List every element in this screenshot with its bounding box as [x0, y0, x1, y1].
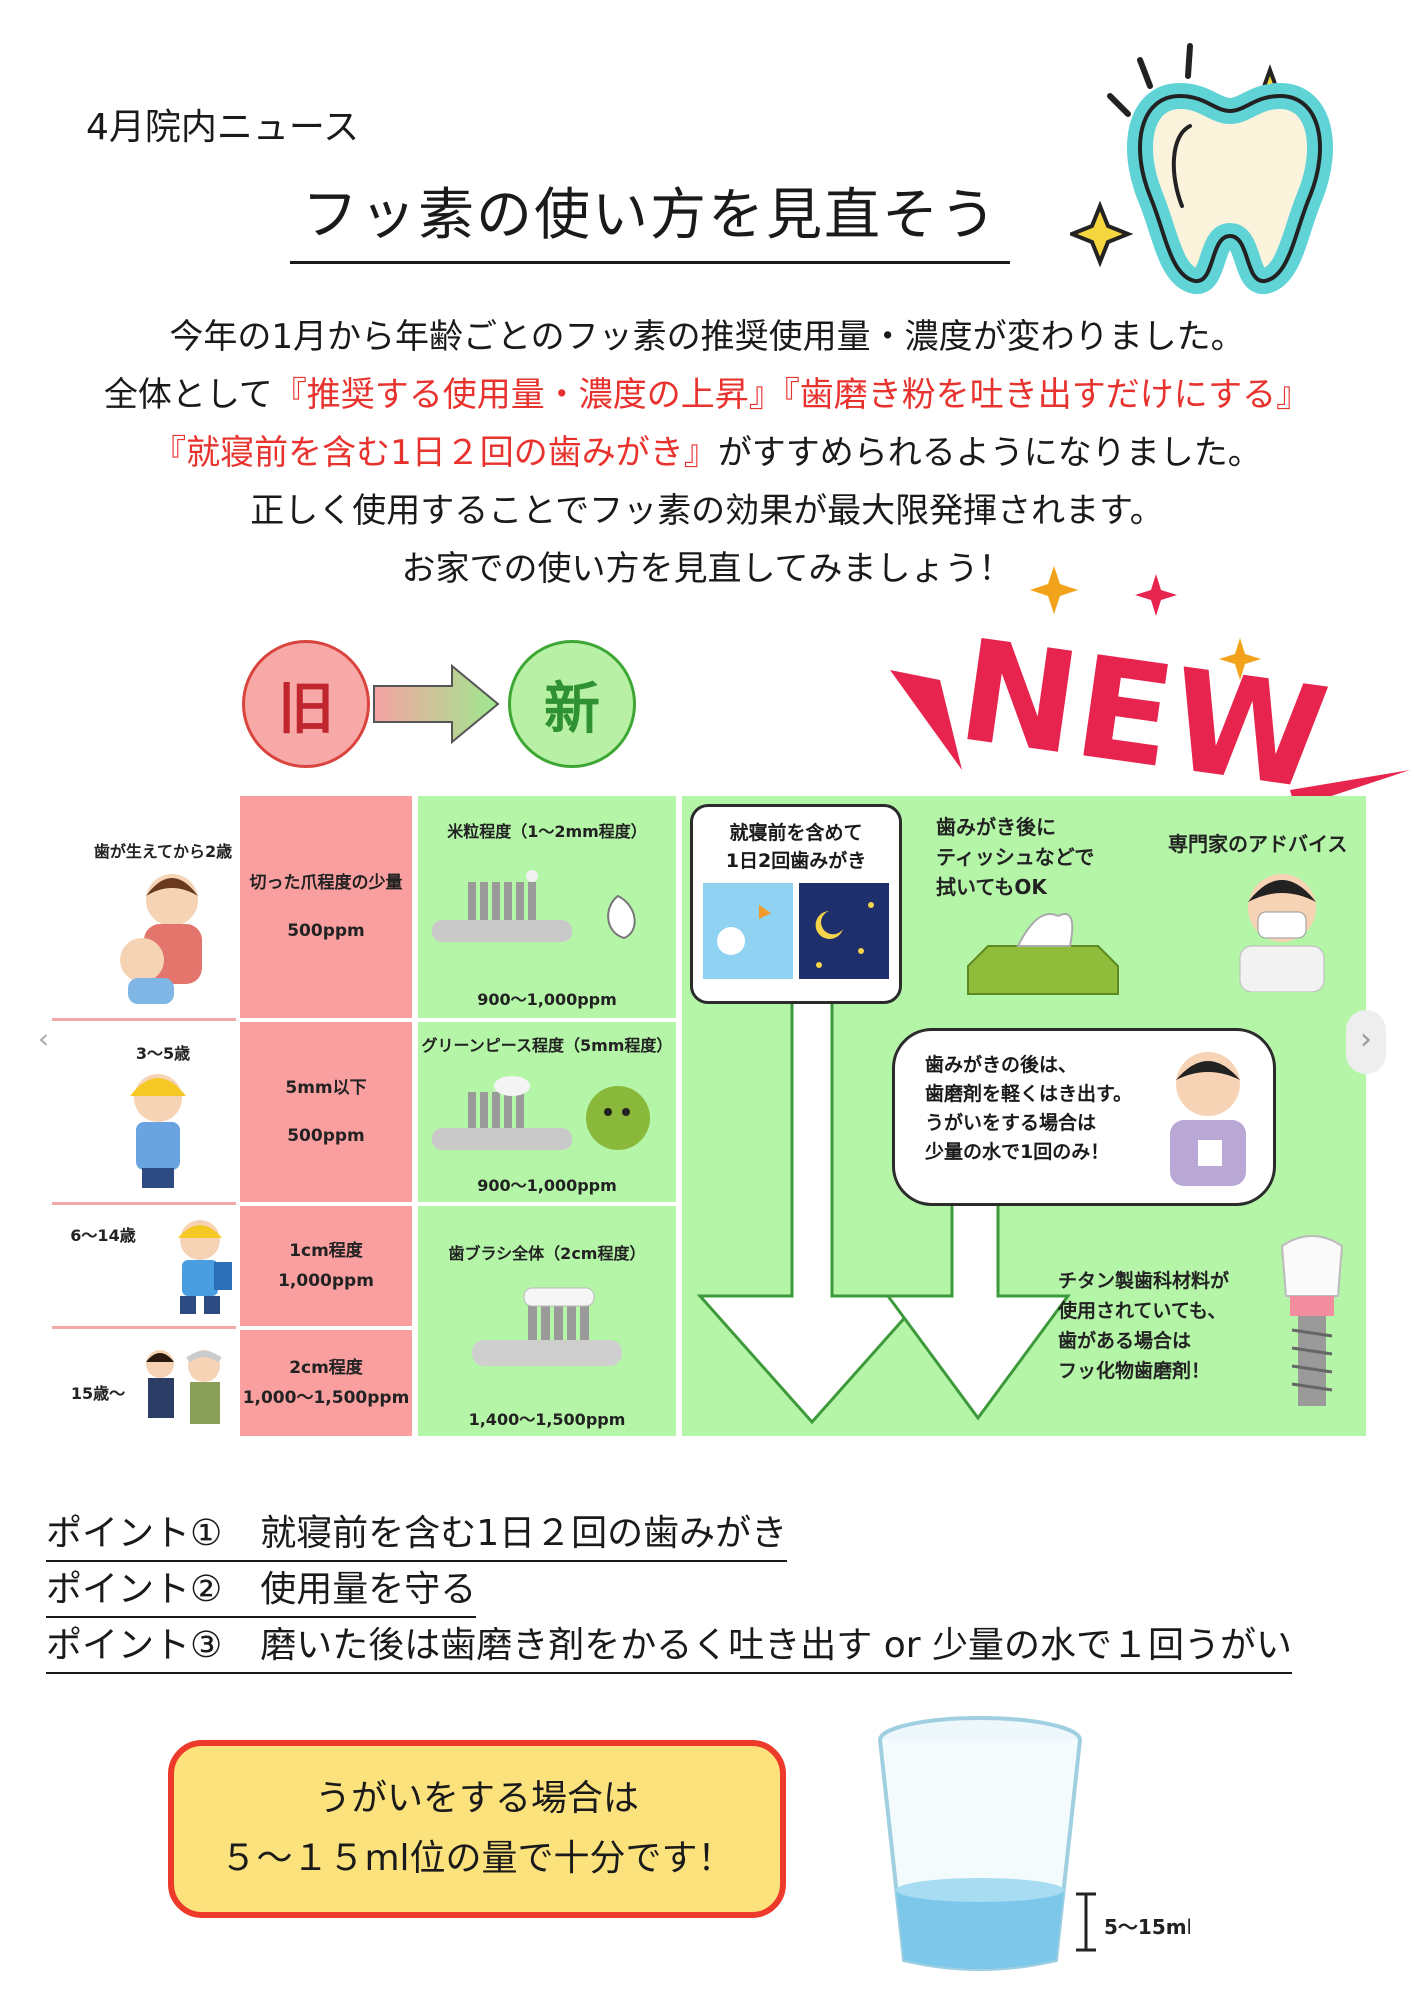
- old-ppm-1: 500ppm: [287, 921, 365, 941]
- point-2: ポイント② 使用量を守る: [46, 1560, 477, 1618]
- new-cell-row-1: 米粒程度（1～2mm程度） 900～1,000ppm: [418, 796, 676, 1018]
- point-2-label: ポイント②: [46, 1569, 223, 1610]
- intro-line-2-a: 全体として: [103, 375, 273, 415]
- carousel-prev-icon[interactable]: ‹: [38, 1022, 50, 1055]
- tissue-text: 歯みがき後に ティッシュなどで 拭いてもOK: [936, 815, 1095, 899]
- day-night-icon: [703, 883, 889, 979]
- intro-text: 今年の1月から年齢ごとのフッ素の推奨使用量・濃度が変わりました。 全体として『推…: [0, 308, 1414, 598]
- old-amount-1: 切った爪程度の少量: [249, 873, 403, 893]
- age-label-3: 6～14歳: [70, 1226, 136, 1245]
- recommendation-panel: 就寝前を含めて 1日2回歯みがき 歯みがき後に ティッシュなどで 拭いてもOK …: [682, 796, 1366, 1436]
- new-ppm-3: 1,400～1,500ppm: [468, 1410, 626, 1429]
- student-and-elder-illustration: [146, 1350, 222, 1424]
- page-title: フッ素の使い方を見直そう: [290, 170, 1010, 264]
- bedtime-brushing-bubble: 就寝前を含めて 1日2回歯みがき: [690, 804, 902, 1004]
- child-yellow-hat-illustration: [130, 1074, 186, 1188]
- point-1: ポイント① 就寝前を含む1日２回の歯みがき: [46, 1504, 788, 1562]
- new-badge: 新: [508, 640, 636, 768]
- old-cell-row-4: 2cm程度 1,000～1,500ppm: [240, 1330, 412, 1436]
- gargle-callout: うがいをする場合は ５～１５ml位の量で十分です！: [168, 1740, 786, 1918]
- intro-line-3: 『就寝前を含む1日２回の歯みがき』がすすめられるようになりました。: [0, 424, 1414, 482]
- point-2-text: 使用量を守る: [260, 1569, 477, 1610]
- patient-illustration: [1170, 1052, 1246, 1186]
- intro-line-2: 全体として『推奨する使用量・濃度の上昇』『歯磨き粉を吐き出すだけにする』: [0, 366, 1414, 424]
- age-label-4: 15歳～: [70, 1384, 126, 1403]
- intro-line-3-b: がすすめられるようになりました。: [717, 433, 1262, 473]
- carousel-next-icon[interactable]: ›: [1346, 1010, 1386, 1074]
- new-burst-graphic: NEW: [890, 566, 1410, 823]
- row-divider: [52, 1018, 236, 1021]
- callout-line-1: うがいをする場合は: [314, 1778, 639, 1819]
- new-cell-row-3-4: 歯ブラシ全体（2cm程度） 1,400～1,500ppm: [418, 1206, 676, 1436]
- point-3: ポイント③ 磨いた後は歯磨き剤をかるく吐き出す or 少量の水で１回うがい: [46, 1616, 1292, 1674]
- toothbrush-small-icon: [432, 870, 636, 942]
- new-text: NEW: [950, 610, 1336, 823]
- new-amount-2: グリーンピース程度（5mm程度）: [421, 1036, 673, 1055]
- intro-line-5: お家での使い方を見直してみましょう！: [401, 549, 1013, 589]
- intro-highlight-2: 『歯磨き粉を吐き出すだけにする』: [782, 375, 1311, 415]
- old-ppm-2: 500ppm: [287, 1126, 365, 1146]
- point-1-label: ポイント①: [46, 1513, 223, 1554]
- row-divider: [52, 1326, 236, 1329]
- new-ppm-2: 900～1,000ppm: [477, 1176, 617, 1195]
- old-badge: 旧: [242, 640, 370, 768]
- tooth-icon: [1070, 43, 1333, 294]
- expert-advice-label: 専門家のアドバイス: [1168, 832, 1348, 856]
- titanium-text: チタン製歯科材料が 使用されていても、 歯がある場合は フッ化物歯磨剤！: [1058, 1270, 1230, 1382]
- intro-highlight-3: 『就寝前を含む1日２回の歯みがき』: [152, 433, 718, 473]
- point-1-text: 就寝前を含む1日２回の歯みがき: [260, 1513, 788, 1554]
- news-label: 4月院内ニュース: [86, 107, 360, 148]
- schoolchild-illustration: [178, 1220, 232, 1314]
- point-3-label: ポイント③: [46, 1625, 223, 1666]
- water-glass-icon: 5～15ml: [878, 1716, 1190, 1971]
- new-amount-3: 歯ブラシ全体（2cm程度）: [448, 1244, 646, 1263]
- toothbrush-peas-icon: [432, 1076, 650, 1150]
- old-amount-2: 5mm以下: [285, 1078, 367, 1098]
- new-amount-1: 米粒程度（1～2mm程度）: [447, 822, 647, 841]
- toothbrush-full-icon: [472, 1287, 622, 1366]
- arrow-right-icon: [373, 664, 500, 744]
- old-cell-row-2: 5mm以下 500ppm: [240, 1022, 412, 1202]
- dentist-illustration: [1239, 874, 1325, 992]
- old-cell-row-3: 1cm程度 1,000ppm: [240, 1206, 412, 1326]
- old-cell-row-1: 切った爪程度の少量 500ppm: [240, 796, 412, 1018]
- tissue-box-icon: [967, 913, 1119, 995]
- row-divider: [52, 1202, 236, 1205]
- old-ppm-4: 1,000～1,500ppm: [242, 1388, 410, 1408]
- old-ppm-3: 1,000ppm: [278, 1271, 374, 1291]
- parent-child-illustration: [120, 874, 202, 1004]
- intro-line-4: 正しく使用することでフッ素の効果が最大限発揮されます。: [250, 491, 1164, 531]
- fluoride-table: 歯が生えてから2歳 3～5歳 6～14歳 15歳～ 切った爪程度の少量 500p…: [38, 796, 1386, 1436]
- old-amount-3: 1cm程度: [289, 1241, 363, 1261]
- new-ppm-1: 900～1,000ppm: [477, 990, 617, 1009]
- intro-highlight-1: 『推奨する使用量・濃度の上昇』: [272, 375, 783, 415]
- advice-text: 歯みがきの後は、 歯磨剤を軽くはき出す。 うがいをする場合は 少量の水で1回のみ…: [925, 1054, 1133, 1163]
- intro-line-1: 今年の1月から年齢ごとのフッ素の推奨使用量・濃度が変わりました。: [169, 317, 1245, 357]
- dental-implant-icon: [1280, 1235, 1344, 1406]
- glass-volume-label: 5～15ml: [1104, 1915, 1190, 1939]
- point-3-text: 磨いた後は歯磨き剤をかるく吐き出す or 少量の水で１回うがい: [260, 1625, 1292, 1666]
- age-label-1: 歯が生えてから2歳: [93, 842, 233, 861]
- callout-line-2: ５～１５ml位の量で十分です！: [220, 1838, 734, 1879]
- age-label-2: 3～5歳: [135, 1044, 191, 1063]
- bedtime-brushing-text: 就寝前を含めて 1日2回歯みがき: [725, 822, 867, 872]
- old-amount-4: 2cm程度: [289, 1358, 363, 1378]
- new-cell-row-2: グリーンピース程度（5mm程度） 900～1,000ppm: [418, 1022, 676, 1202]
